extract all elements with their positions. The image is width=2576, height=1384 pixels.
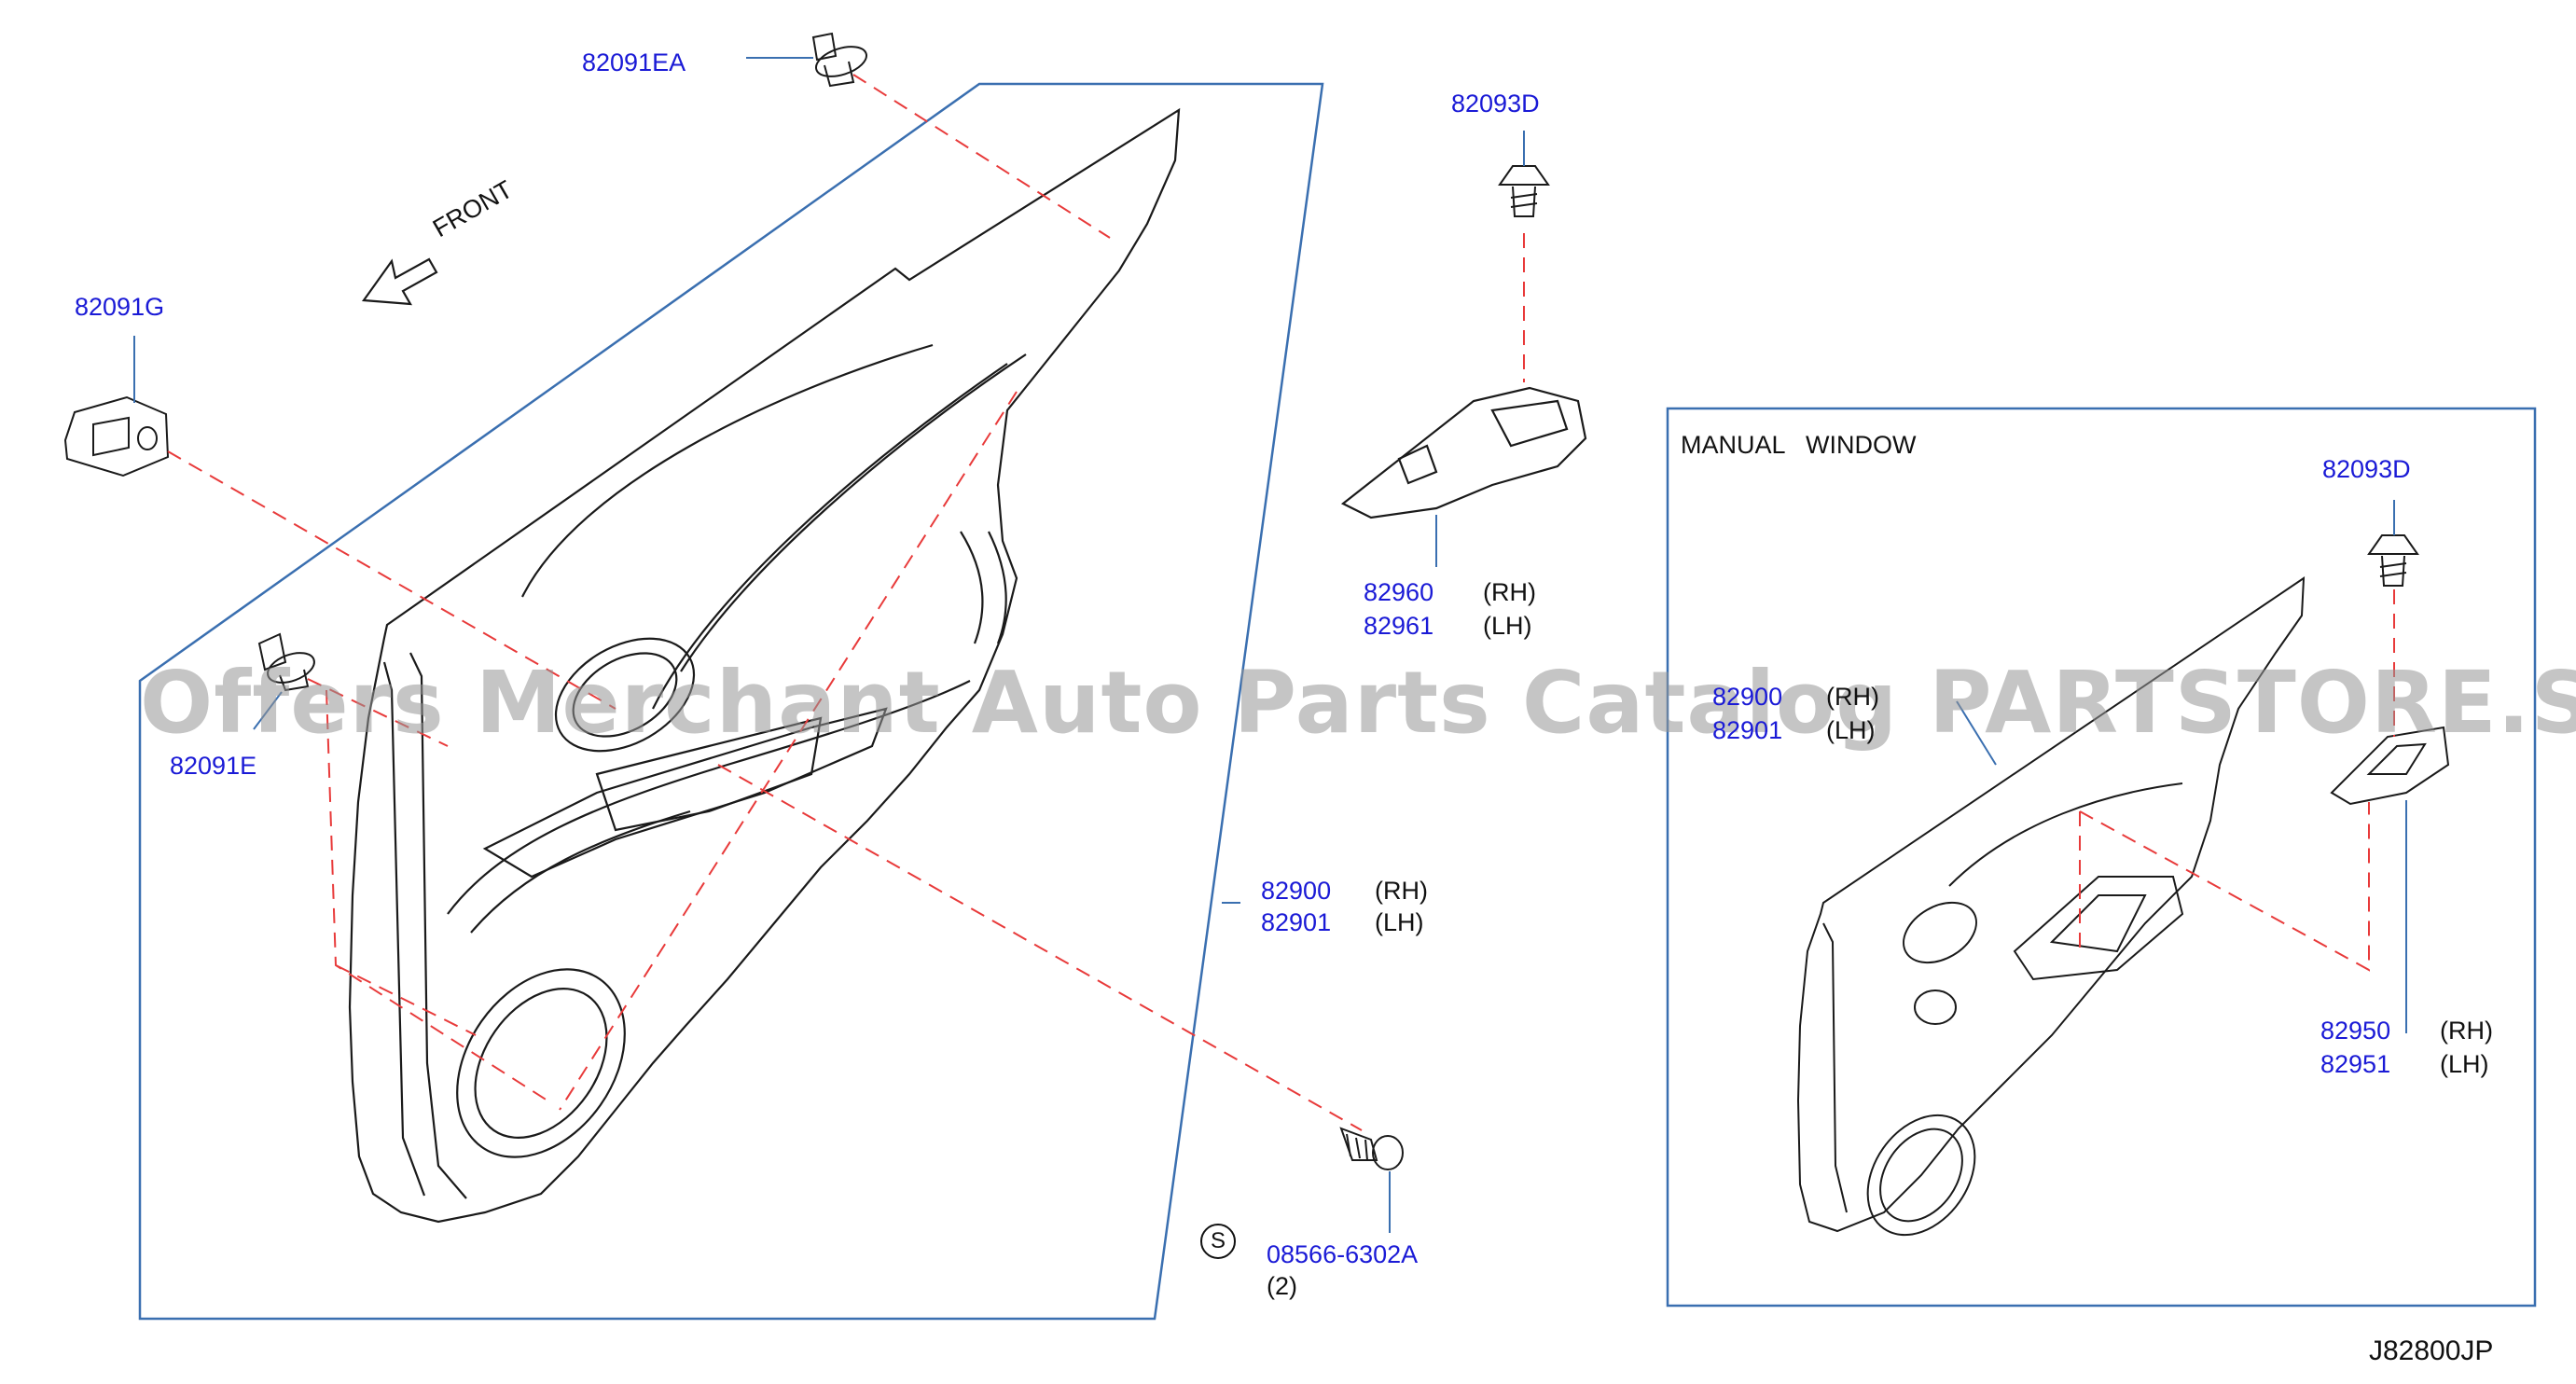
- callout-inset-82901[interactable]: 82901: [1712, 716, 1783, 744]
- screw-switch-shape: [1498, 165, 1550, 217]
- callout-inset-82093D[interactable]: 82093D: [2322, 455, 2411, 483]
- side-rh-inset-82900: (RH): [1826, 683, 1879, 711]
- callout-82951[interactable]: 82951: [2320, 1050, 2391, 1078]
- side-lh-inset-82901: (LH): [1826, 716, 1876, 744]
- side-rh-82950: (RH): [2440, 1017, 2493, 1045]
- side-rh-82900: (RH): [1375, 877, 1428, 905]
- screw-bottom-shape: [1339, 1127, 1404, 1170]
- inset-title: MANUAL WINDOW: [1681, 431, 1917, 459]
- assembly-lines: [167, 74, 2395, 1131]
- screw-symbol-badge: S: [1200, 1224, 1236, 1259]
- clip-left-upper-shape: [63, 395, 170, 477]
- inset-frame: [1666, 407, 2537, 1308]
- callout-82900[interactable]: 82900: [1261, 877, 1332, 905]
- callout-82091G[interactable]: 82091G: [75, 293, 165, 321]
- side-lh-82901: (LH): [1375, 908, 1424, 936]
- diagram-code: J82800JP: [2369, 1336, 2494, 1366]
- side-rh-82960: (RH): [1483, 578, 1536, 606]
- clip-top-shape: [811, 32, 867, 88]
- inset-door-trim-panel: [1796, 576, 2306, 1237]
- front-arrow-shape: [361, 257, 438, 306]
- callout-82093D[interactable]: 82093D: [1451, 90, 1540, 118]
- side-lh-82951: (LH): [2440, 1050, 2489, 1078]
- watermark-text: Offers Merchant Auto Parts Catalog PARTS…: [140, 653, 2576, 753]
- inset-finisher-shape: [2330, 726, 2450, 806]
- callout-82950[interactable]: 82950: [2320, 1017, 2391, 1045]
- callout-82091E[interactable]: 82091E: [170, 752, 257, 780]
- leader-lines: [133, 57, 2407, 1233]
- main-frame: [138, 82, 1324, 1321]
- callout-82961[interactable]: 82961: [1364, 612, 1434, 640]
- finisher-switch-shape: [1340, 386, 1587, 519]
- callout-82091EA[interactable]: 82091EA: [582, 48, 686, 76]
- inset-screw-shape: [2367, 534, 2419, 587]
- callout-inset-82900[interactable]: 82900: [1712, 683, 1783, 711]
- screw-quantity: (2): [1267, 1272, 1297, 1300]
- callout-08566-6302A[interactable]: 08566-6302A: [1267, 1240, 1419, 1268]
- side-lh-82961: (LH): [1483, 612, 1532, 640]
- door-trim-panel: [348, 107, 1181, 1224]
- callout-82901[interactable]: 82901: [1261, 908, 1332, 936]
- callout-82960[interactable]: 82960: [1364, 578, 1434, 606]
- clip-left-lower-shape: [257, 632, 315, 692]
